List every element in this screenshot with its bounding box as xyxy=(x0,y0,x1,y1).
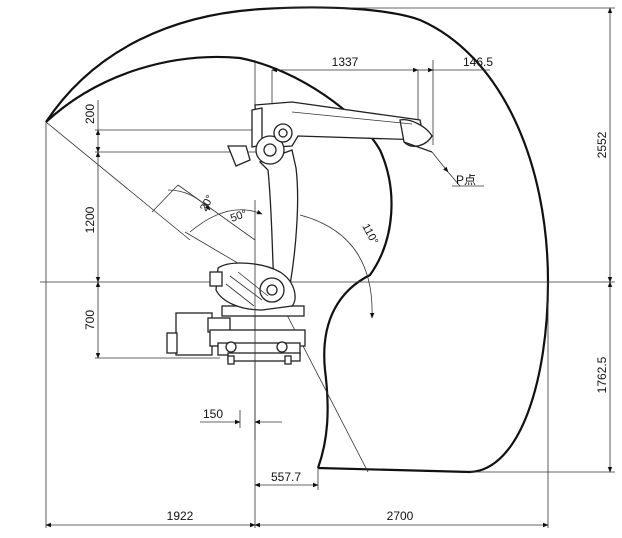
extension-lines xyxy=(40,7,615,528)
p-point-leader xyxy=(431,151,484,187)
dim-557-7: 557.7 xyxy=(271,470,301,484)
dim-2552: 2552 xyxy=(595,131,609,158)
dim-150: 150 xyxy=(203,407,223,421)
robot-upper-arm xyxy=(227,101,433,167)
dim-200: 200 xyxy=(83,104,97,124)
dim-700: 700 xyxy=(83,310,97,330)
dim-1200: 1200 xyxy=(83,206,97,233)
dim-1762-5: 1762.5 xyxy=(595,356,609,393)
robot-base xyxy=(166,305,306,365)
robot-lower-arm xyxy=(209,149,299,311)
dim-1337: 1337 xyxy=(332,55,359,69)
dimension-lines xyxy=(45,7,613,528)
dim-1922: 1922 xyxy=(167,509,194,523)
p-point-label: P点 xyxy=(456,173,476,187)
angle-50: 50° xyxy=(229,208,249,225)
dim-146-5: 146.5 xyxy=(463,55,493,69)
dim-2700: 2700 xyxy=(387,509,414,523)
workspace-envelope xyxy=(45,6,550,474)
angle-110: 110° xyxy=(359,222,380,247)
